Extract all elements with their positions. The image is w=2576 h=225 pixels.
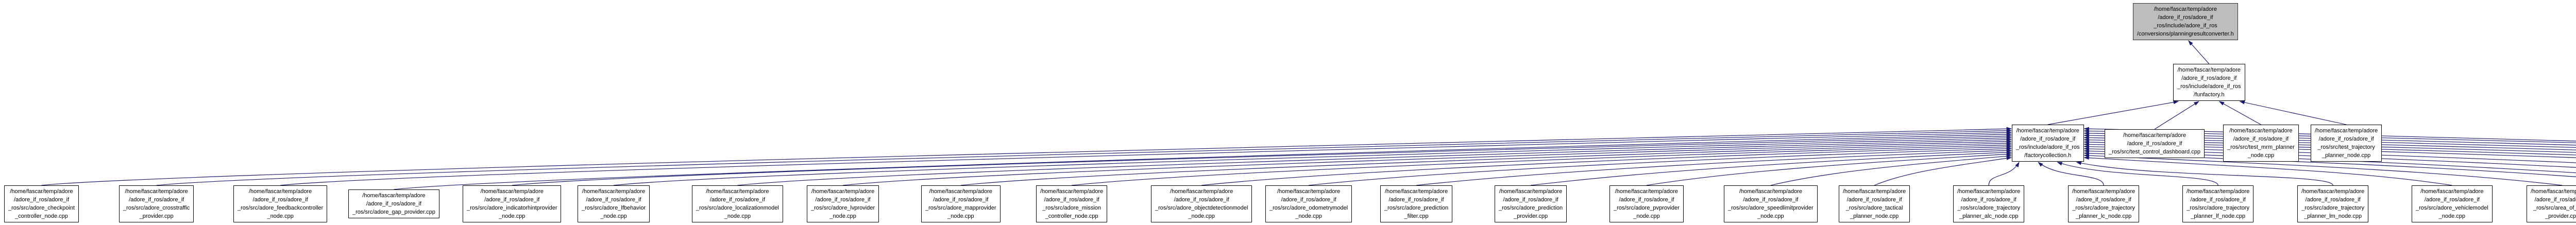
node-adore-speedlimitprovider[interactable]: /home/fascar/temp/adore /adore_if_ros/ad… [1724, 185, 1818, 222]
node-funfactory-h[interactable]: /home/fascar/temp/adore /adore_if_ros/ad… [2173, 64, 2245, 101]
node-adore-gap-provider[interactable]: /home/fascar/temp/adore /adore_if_ros/ad… [348, 189, 439, 218]
node-test-control-dashboard-cpp[interactable]: /home/fascar/temp/adore /adore_if_ros/ad… [2105, 129, 2205, 158]
node-adore-checkpoint-controller[interactable]: /home/fascar/temp/adore /adore_if_ros/ad… [4, 185, 79, 222]
node-adore-mapprovider[interactable]: /home/fascar/temp/adore /adore_if_ros/ad… [921, 185, 1001, 222]
node-adore-vehiclemodel[interactable]: /home/fascar/temp/adore /adore_if_ros/ad… [2412, 185, 2493, 222]
node-planningresultconverter-h: /home/fascar/temp/adore /adore_if_ros/ad… [2133, 3, 2238, 40]
node-adore-mission-controller[interactable]: /home/fascar/temp/adore /adore_if_ros/ad… [1036, 185, 1108, 222]
node-adore-trajectory-planner-lf[interactable]: /home/fascar/temp/adore /adore_if_ros/ad… [2182, 185, 2254, 222]
node-adore-trajectory-planner-lm[interactable]: /home/fascar/temp/adore /adore_if_ros/ad… [2297, 185, 2369, 222]
node-adore-indicatorhintprovider[interactable]: /home/fascar/temp/adore /adore_if_ros/ad… [463, 185, 562, 222]
node-adore-localizationmodel[interactable]: /home/fascar/temp/adore /adore_if_ros/ad… [692, 185, 783, 222]
node-adore-objectdetectionmodel[interactable]: /home/fascar/temp/adore /adore_if_ros/ad… [1151, 185, 1252, 222]
node-area-of-effect-provider[interactable]: /home/fascar/temp/adore /adore_if_ros/ad… [2527, 185, 2576, 222]
node-test-trajectory-planner-node-cpp[interactable]: /home/fascar/temp/adore /adore_if_ros/ad… [2311, 125, 2382, 162]
node-adore-feedbackcontroller[interactable]: /home/fascar/temp/adore /adore_if_ros/ad… [233, 185, 328, 222]
node-adore-lvprovider[interactable]: /home/fascar/temp/adore /adore_if_ros/ad… [807, 185, 879, 222]
node-adore-odometrymodel[interactable]: /home/fascar/temp/adore /adore_if_ros/ad… [1265, 185, 1352, 222]
node-adore-crosstraffic-provider[interactable]: /home/fascar/temp/adore /adore_if_ros/ad… [119, 185, 194, 222]
node-adore-pvprovider[interactable]: /home/fascar/temp/adore /adore_if_ros/ad… [1609, 185, 1684, 222]
node-adore-tactical-planner[interactable]: /home/fascar/temp/adore /adore_if_ros/ad… [1839, 185, 1910, 222]
node-adore-trajectory-planner-lc[interactable]: /home/fascar/temp/adore /adore_if_ros/ad… [2068, 185, 2140, 222]
node-adore-prediction-filter[interactable]: /home/fascar/temp/adore /adore_if_ros/ad… [1380, 185, 1453, 222]
node-adore-lfbehavior[interactable]: /home/fascar/temp/adore /adore_if_ros/ad… [578, 185, 650, 222]
node-factorycollection-h[interactable]: /home/fascar/temp/adore /adore_if_ros/ad… [2012, 125, 2084, 162]
node-test-mrm-planner-node-cpp[interactable]: /home/fascar/temp/adore /adore_if_ros/ad… [2223, 125, 2299, 162]
node-adore-trajectory-planner-alc[interactable]: /home/fascar/temp/adore /adore_if_ros/ad… [1953, 185, 2025, 222]
node-adore-prediction-provider[interactable]: /home/fascar/temp/adore /adore_if_ros/ad… [1495, 185, 1567, 222]
